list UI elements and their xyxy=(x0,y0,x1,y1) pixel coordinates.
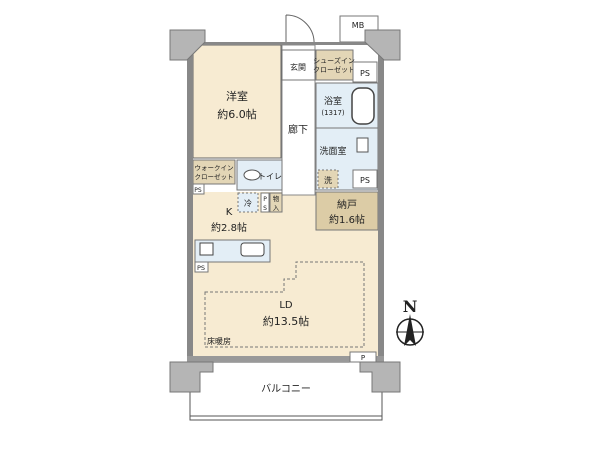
wic-label-2: クローゼット xyxy=(195,172,234,181)
shoe-closet-label-2: クローゼット xyxy=(313,65,355,74)
washer-space xyxy=(317,169,339,189)
ps-box-small xyxy=(260,192,270,213)
entry-door xyxy=(285,14,315,46)
column-top-right xyxy=(364,29,401,61)
p-label: P xyxy=(361,354,365,362)
column-top-left xyxy=(169,29,206,61)
western-room-size: 約6.0帖 xyxy=(217,107,257,121)
ps-label: PS xyxy=(360,176,370,185)
floor-heating-area xyxy=(204,261,365,348)
fridge-label: 冷 xyxy=(244,198,252,208)
column-bottom-right xyxy=(359,361,401,393)
living-name: LD xyxy=(279,300,293,311)
p-box xyxy=(349,351,377,363)
ps-label-p: P xyxy=(263,196,267,203)
entrance-label: 玄関 xyxy=(290,62,306,72)
wall-bottom xyxy=(187,356,384,362)
fridge-space xyxy=(237,192,259,213)
stove-icon xyxy=(199,242,214,256)
wall-top xyxy=(187,42,384,45)
wall-left xyxy=(187,42,193,360)
wic-label-1: ウォークイン xyxy=(195,164,234,172)
kitchen-size: 約2.8帖 xyxy=(211,221,247,234)
washroom-label: 洗面室 xyxy=(319,145,346,157)
bathtub-icon xyxy=(351,87,375,125)
column-bottom-left xyxy=(169,361,214,393)
bath-label: 浴室 xyxy=(324,95,342,107)
kitchen-sink-icon xyxy=(240,242,265,257)
floor-heating-label: 床暖房 xyxy=(207,336,231,346)
sink-icon xyxy=(356,137,369,153)
storage-closet xyxy=(269,192,283,213)
ps-box xyxy=(352,169,378,189)
kitchen-name: K xyxy=(226,207,233,218)
living-size: 約13.5帖 xyxy=(263,314,310,328)
ps-box xyxy=(352,61,378,83)
ps-box xyxy=(194,261,209,273)
western-room xyxy=(192,44,282,159)
ps-label-s: S xyxy=(263,205,267,212)
corridor-label: 廊下 xyxy=(288,123,308,136)
entrance xyxy=(281,49,316,81)
nando-room xyxy=(315,191,379,231)
ps-label: PS xyxy=(360,69,370,78)
mb-label: MB xyxy=(352,21,364,30)
toilet-icon xyxy=(243,169,261,181)
shoe-closet xyxy=(315,49,354,81)
ps-label: PS xyxy=(194,187,202,194)
balcony-label: バルコニー xyxy=(261,383,311,395)
storage-label-1: 物 xyxy=(273,194,280,203)
compass-north-label: N xyxy=(403,297,418,316)
balcony-area xyxy=(189,361,383,421)
bath-size: (1317) xyxy=(321,109,345,117)
shoe-closet-label-1: シューズイン xyxy=(313,56,355,65)
storage-label-2: 入 xyxy=(273,204,280,212)
washer-label: 洗 xyxy=(324,175,332,185)
north-compass-icon: N xyxy=(396,297,424,346)
western-room-name: 洋室 xyxy=(226,89,248,103)
nando-name: 納戸 xyxy=(337,198,357,211)
nando-size: 約1.6帖 xyxy=(329,213,365,226)
toilet-label: トイレ xyxy=(258,172,282,181)
wall-right xyxy=(378,42,384,360)
ps-label: PS xyxy=(197,264,205,272)
